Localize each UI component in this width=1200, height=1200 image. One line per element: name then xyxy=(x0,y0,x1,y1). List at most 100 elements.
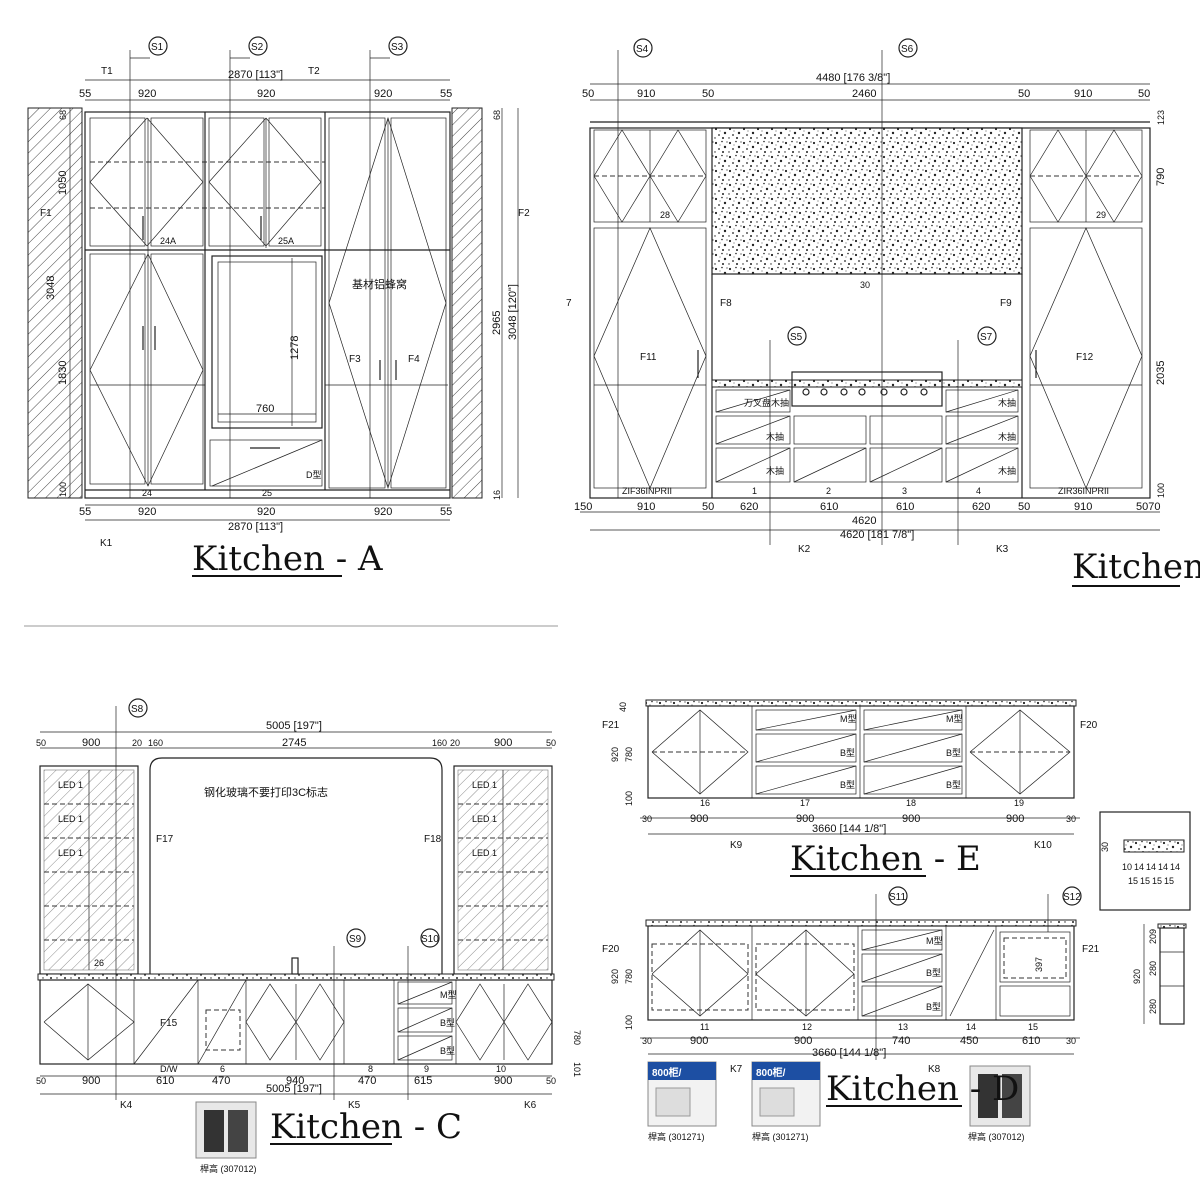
dim-b-right-1: 790 xyxy=(1155,168,1167,186)
dim-a-bot-0: 55 xyxy=(79,506,91,518)
title-kitchen-d: Kitchen - D xyxy=(826,1069,1019,1109)
drawer-b-1: 木抽 xyxy=(766,431,784,442)
marker-label-s6: S6 xyxy=(901,44,914,55)
tag-b-30: 30 xyxy=(860,280,870,290)
dim-a-top-0: 55 xyxy=(79,88,91,100)
dim-c-bot-7: 900 xyxy=(494,1075,512,1087)
tag-a-0: T1 xyxy=(101,66,113,77)
dim-d-right-3: 280 xyxy=(1148,999,1158,1014)
dim-b-overall-top: 4480 [176 3/8"] xyxy=(816,72,890,84)
tag-c-b2: B型 xyxy=(440,1046,455,1056)
tag-c-dw: D/W xyxy=(160,1064,178,1074)
marker-label-s5: S5 xyxy=(790,332,803,343)
tag-c-10: 10 xyxy=(496,1064,506,1074)
tag-c-k6: K6 xyxy=(524,1100,537,1111)
dim-c-top-5: 160 xyxy=(432,738,447,748)
panel-kitchen-b: 万叉盘木抽 木抽 木抽 木抽 木抽 木抽 ZIF36INPRII ZIR36IN… xyxy=(566,38,1200,587)
section-marker-s8 xyxy=(128,698,148,718)
tag-d-15: 15 xyxy=(1028,1022,1038,1032)
tag-c-f15: F15 xyxy=(160,1018,178,1029)
tag-e-b3: B型 xyxy=(840,780,855,790)
dim-c-top-7: 900 xyxy=(494,737,512,749)
detail-box xyxy=(1099,811,1191,911)
tag-e-17: 17 xyxy=(800,798,810,808)
dim-a-left-4: 100 xyxy=(58,482,68,497)
tag-a-1: T2 xyxy=(308,66,320,77)
dim-a-left-1: 1050 xyxy=(57,171,69,195)
tag-a-24a: 24A xyxy=(160,236,176,246)
tag-d-k8: K8 xyxy=(928,1064,941,1075)
marker-label-s1: S1 xyxy=(151,42,164,53)
dim-b-top-3: 2460 xyxy=(852,88,876,100)
dim-c-top-2: 20 xyxy=(132,738,142,748)
tag-b-k2: K2 xyxy=(798,544,811,555)
led-c-5: LED 1 xyxy=(472,848,497,858)
led-c-1: LED 1 xyxy=(58,814,83,824)
tag-b-2: 2 xyxy=(826,486,831,496)
dim-a-overall-bot: 2870 [113"] xyxy=(228,521,283,533)
section-marker-s1 xyxy=(148,36,168,56)
dim-c-right-0: 780 xyxy=(572,1030,582,1045)
tag-a-f4: F4 xyxy=(408,354,420,365)
dim-b-bot-0: 150 xyxy=(574,501,592,513)
marker-label-s12: S12 xyxy=(1063,892,1081,903)
dim-a-top-4: 55 xyxy=(440,88,452,100)
section-marker-s5 xyxy=(787,326,807,346)
product-image-d-2: 800柜/ xyxy=(751,1061,821,1127)
dim-c-bot-5: 470 xyxy=(358,1075,376,1087)
detail-dim-row2b: 15 xyxy=(1140,876,1150,886)
tag-e-16: 16 xyxy=(700,798,710,808)
panel-kitchen-c: LED 1 LED 1 LED 1 LED 1 LED 1 LED 1 钢化玻璃… xyxy=(36,698,582,1174)
dim-c-top-4: 2745 xyxy=(282,737,306,749)
dim-a-bot-3: 920 xyxy=(374,506,392,518)
tag-a-k1: K1 xyxy=(100,538,113,549)
section-marker-s6 xyxy=(898,38,918,58)
title-kitchen-a: Kitchen - A xyxy=(192,539,383,579)
drawer-b-0: 万叉盘木抽 xyxy=(744,397,789,408)
dim-b-top-2: 50 xyxy=(702,88,714,100)
tag-e-b2: B型 xyxy=(946,748,961,758)
dim-c-bot-1: 900 xyxy=(82,1075,100,1087)
tag-c-8: 8 xyxy=(368,1064,373,1074)
product-image-d-1: 800柜/ xyxy=(647,1061,717,1127)
dim-c-bot-3: 470 xyxy=(212,1075,230,1087)
tag-c-f18: F18 xyxy=(424,834,442,845)
dim-a-top-2: 920 xyxy=(257,88,275,100)
dim-d-left-0: 920 xyxy=(610,969,620,984)
marker-label-s10: S10 xyxy=(421,934,439,945)
panel-kitchen-d: M型 B型 B型 F20 F21 920 780 100 397 S11 S12… xyxy=(602,886,1187,1142)
panel-kitchen-a: S1 S2 S3 55 920 920 920 55 2870 [113"] T… xyxy=(27,36,530,579)
tag-c-6: 6 xyxy=(220,1064,225,1074)
detail-dim-row1d: 14 xyxy=(1158,862,1168,872)
dim-d-overall: 3660 [144 1/8"] xyxy=(812,1047,886,1059)
dim-a-right-0: 68 xyxy=(492,110,502,120)
tag-b-k3: K3 xyxy=(996,544,1009,555)
stone-backsplash xyxy=(711,127,1023,275)
tag-c-m: M型 xyxy=(440,990,457,1000)
dim-e-bot-2: 900 xyxy=(796,813,814,825)
tag-a-25: 25 xyxy=(262,488,272,498)
marker-label-s8: S8 xyxy=(131,704,144,715)
dim-e-bot-3: 900 xyxy=(902,813,920,825)
dim-a-bot-4: 55 xyxy=(440,506,452,518)
tag-e-b4: B型 xyxy=(946,780,961,790)
dim-a-left-3: 1830 xyxy=(57,361,69,385)
tag-d-14: 14 xyxy=(966,1022,976,1032)
dim-c-right-1: 101 xyxy=(572,1062,582,1077)
dim-a-inner-0: 1278 xyxy=(289,336,301,360)
dim-b-bot-2: 50 xyxy=(702,501,714,513)
detail-dim-0: 30 xyxy=(1100,842,1110,852)
dim-b-overall-1: 4620 xyxy=(852,515,876,527)
tag-b-f8: F8 xyxy=(720,298,732,309)
detail-dim-row2c: 15 xyxy=(1152,876,1162,886)
caption-c-photo: 桿高 (307012) xyxy=(200,1163,257,1174)
led-c-2: LED 1 xyxy=(58,848,83,858)
detail-dim-row1: 10 xyxy=(1122,862,1132,872)
model-b-right: ZIR36INPRII xyxy=(1058,486,1109,496)
tag-e-f20: F20 xyxy=(1080,720,1098,731)
caption-d-3: 桿高 (307012) xyxy=(968,1131,1025,1142)
tag-d-11: 11 xyxy=(700,1022,709,1032)
right-wall-hatch xyxy=(451,107,483,499)
detail-dim-row1c: 14 xyxy=(1146,862,1156,872)
